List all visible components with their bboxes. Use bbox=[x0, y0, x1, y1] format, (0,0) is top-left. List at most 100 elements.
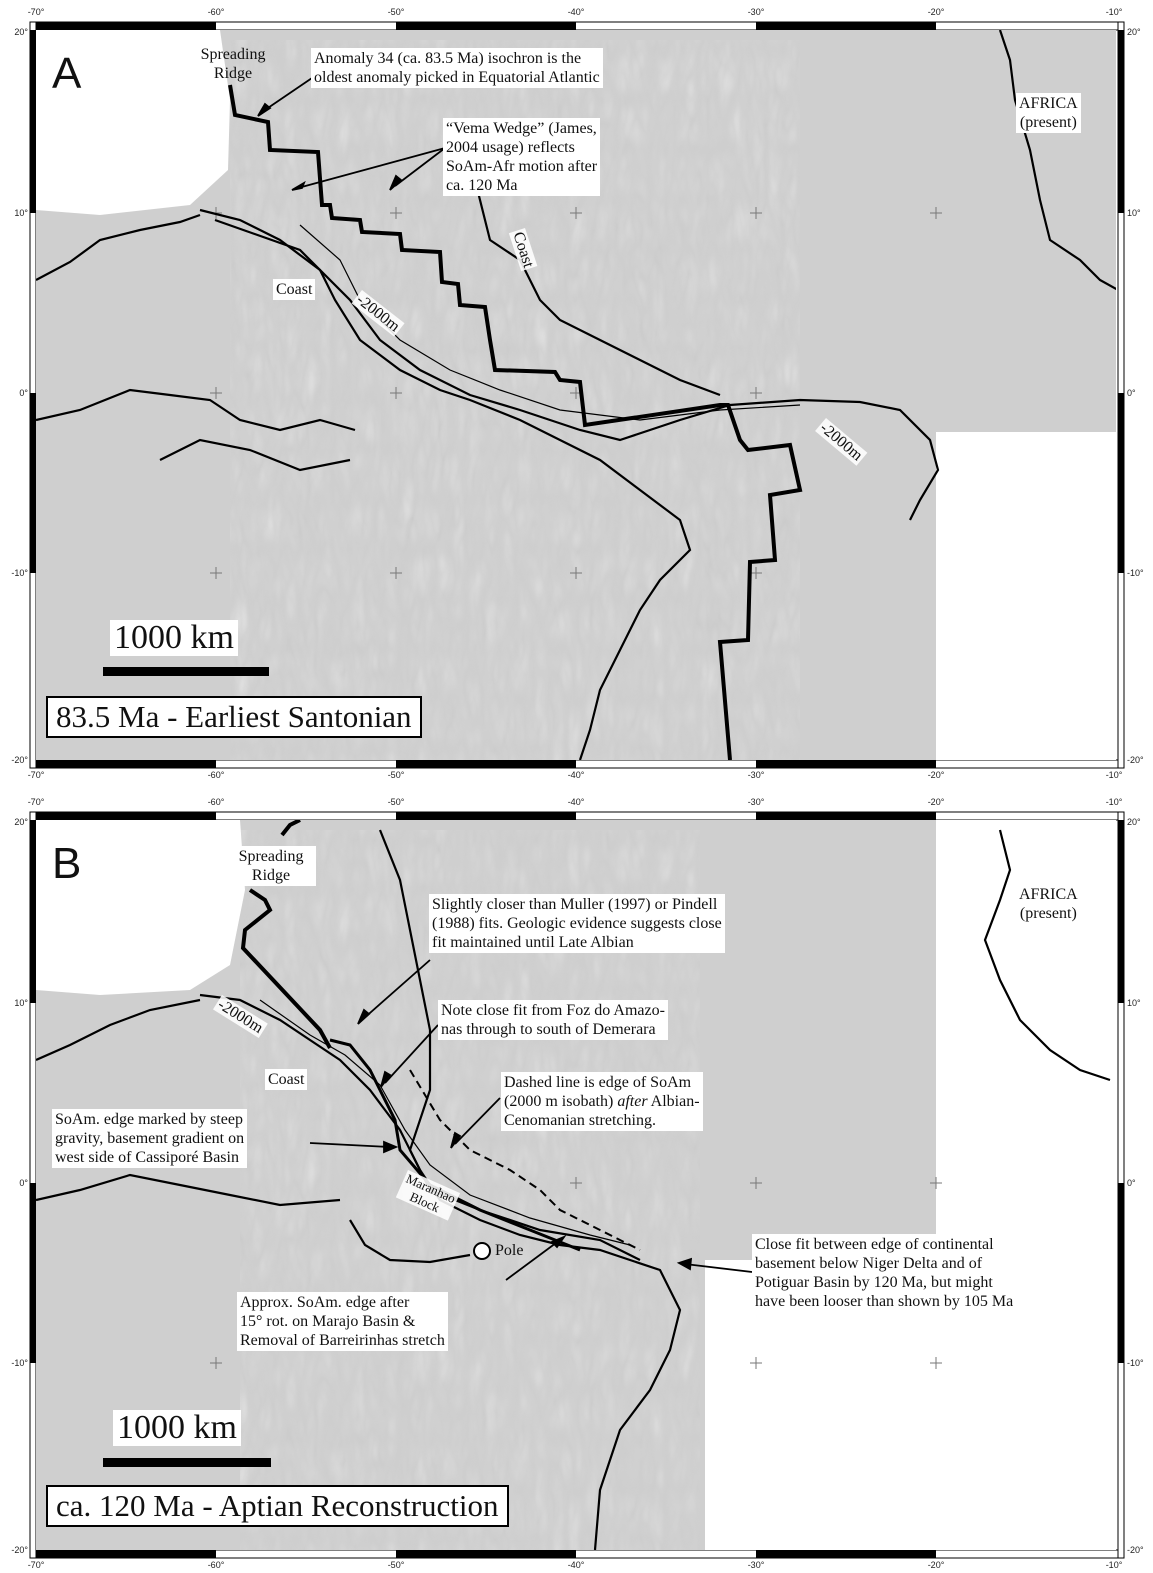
ocean-floor-texture bbox=[230, 40, 800, 760]
lon-tick: -20° bbox=[928, 770, 945, 780]
vema-wedge-note: “Vema Wedge” (James, 2004 usage) reflect… bbox=[443, 118, 601, 196]
pole-label: Pole bbox=[495, 1242, 524, 1259]
lon-tick: -50° bbox=[388, 1560, 405, 1570]
panel-letter: B bbox=[52, 839, 82, 888]
lon-tick: -60° bbox=[208, 7, 225, 17]
lon-tick: -70° bbox=[28, 797, 45, 807]
close-fit-line: Close fit between edge of continental bbox=[755, 1236, 994, 1253]
soam-note-line: gravity, basement gradient on bbox=[55, 1130, 245, 1147]
annotation-arrows-b bbox=[309, 959, 753, 1281]
lon-tick: -50° bbox=[388, 797, 405, 807]
dashed-note-italic: after bbox=[617, 1093, 648, 1110]
blank-area-nw bbox=[36, 30, 230, 215]
panel-title: 83.5 Ma - Earliest Santonian bbox=[46, 696, 422, 738]
lat-tick: 0° bbox=[1127, 1178, 1136, 1188]
panel-title: ca. 120 Ma - Aptian Reconstruction bbox=[46, 1485, 509, 1527]
dashed-stretched-edge bbox=[409, 1069, 641, 1251]
panel-letter: A bbox=[52, 49, 82, 98]
blank-area-se bbox=[936, 432, 1116, 760]
lon-tick: -60° bbox=[208, 770, 225, 780]
vema-note-line: 2004 usage) reflects bbox=[446, 139, 575, 156]
lon-tick: -40° bbox=[568, 770, 585, 780]
lon-tick: -20° bbox=[928, 1560, 945, 1570]
lon-tick: -40° bbox=[568, 7, 585, 17]
soam-note-line: SoAm. edge marked by steep bbox=[55, 1111, 243, 1128]
lat-tick: 10° bbox=[1127, 998, 1141, 1008]
lon-tick: -30° bbox=[748, 770, 765, 780]
dashed-note-part: Albian- bbox=[647, 1093, 700, 1110]
dashed-note-part: (2000 m isobath) bbox=[504, 1093, 618, 1110]
blank-area-nw bbox=[36, 820, 245, 995]
lon-tick: -30° bbox=[748, 7, 765, 17]
lon-tick: -70° bbox=[28, 770, 45, 780]
lon-tick: -50° bbox=[388, 7, 405, 17]
lon-tick: -50° bbox=[388, 770, 405, 780]
lat-tick: -10° bbox=[1127, 568, 1144, 578]
lon-tick: -30° bbox=[748, 1560, 765, 1570]
lon-tick: -20° bbox=[928, 797, 945, 807]
africa-line: AFRICA bbox=[1019, 886, 1078, 903]
soam-edge bbox=[329, 1038, 581, 1252]
coast-label: Coast bbox=[265, 1069, 308, 1090]
lon-tick: -10° bbox=[1106, 1560, 1123, 1570]
spreading-ridge-text: Spreading Ridge bbox=[238, 848, 304, 884]
lat-tick: 10° bbox=[14, 208, 28, 218]
approx-note-line: Approx. SoAm. edge after bbox=[240, 1294, 410, 1311]
vema-note-line: ca. 120 Ma bbox=[446, 177, 518, 194]
coastlines-b bbox=[36, 829, 1111, 1550]
scale-label: 1000 km bbox=[110, 620, 238, 656]
tick-labels-b: -70° -60° -50° -40° -30° -20° -10° -70° … bbox=[11, 797, 1144, 1570]
lat-tick: 10° bbox=[1127, 208, 1141, 218]
close-fit-line: have been looser than shown by 105 Ma bbox=[755, 1293, 1014, 1310]
pole-marker bbox=[473, 1242, 491, 1260]
anomaly-note-line: Anomaly 34 (ca. 83.5 Ma) isochron is the bbox=[314, 50, 582, 67]
lat-tick: -20° bbox=[11, 1545, 28, 1555]
lat-tick: -20° bbox=[11, 755, 28, 765]
ocean-floor-texture bbox=[240, 830, 700, 1550]
africa-label: AFRICA (present) bbox=[1016, 884, 1081, 924]
lat-tick: -10° bbox=[1127, 1358, 1144, 1368]
approx-note-line: 15° rot. on Marajo Basin & bbox=[240, 1313, 416, 1330]
lat-tick: 0° bbox=[19, 1178, 28, 1188]
annotation-arrows-a bbox=[257, 77, 446, 191]
panel-a: -70° -60° -50° -40° -30° -20° -10° -70° … bbox=[11, 7, 1144, 780]
muller-note-line: Slightly closer than Muller (1997) or Pi… bbox=[432, 896, 718, 913]
vema-note-line: “Vema Wedge” (James, bbox=[446, 120, 597, 137]
africa-line: AFRICA bbox=[1019, 95, 1078, 112]
isochron-a34 bbox=[228, 84, 803, 760]
spreading-ridge-label: Spreading Ridge bbox=[226, 846, 316, 886]
soam-note-line: west side of Cassiporé Basin bbox=[55, 1149, 239, 1166]
lat-tick: 0° bbox=[1127, 388, 1136, 398]
lat-tick: 20° bbox=[1127, 817, 1141, 827]
lon-tick: -40° bbox=[568, 797, 585, 807]
lat-tick: -20° bbox=[1127, 1545, 1144, 1555]
lat-tick: 0° bbox=[19, 388, 28, 398]
lon-tick: -20° bbox=[928, 7, 945, 17]
africa-line: (present) bbox=[1019, 114, 1077, 131]
muller-note: Slightly closer than Muller (1997) or Pi… bbox=[429, 894, 725, 953]
muller-note-line: (1988) fits. Geologic evidence suggests … bbox=[432, 915, 722, 932]
scale-label: 1000 km bbox=[113, 1410, 241, 1446]
spreading-ridge-b bbox=[240, 820, 332, 1049]
lat-tick: -10° bbox=[11, 568, 28, 578]
foz-note-line: nas through to south of Demerara bbox=[441, 1021, 656, 1038]
vema-note-line: SoAm-Afr motion after bbox=[446, 158, 598, 175]
muller-note-line: fit maintained until Late Albian bbox=[432, 934, 634, 951]
close-fit-line: Potiguar Basin by 120 Ma, but might bbox=[755, 1274, 993, 1291]
lon-tick: -10° bbox=[1106, 797, 1123, 807]
spreading-ridge-label: Spreading Ridge bbox=[190, 44, 276, 84]
dashed-line-note: Dashed line is edge of SoAm (2000 m isob… bbox=[501, 1072, 703, 1131]
scale-bar bbox=[103, 1458, 271, 1467]
blank-area-africa bbox=[936, 820, 1116, 1140]
lon-tick: -60° bbox=[208, 797, 225, 807]
foz-note: Note close fit from Foz do Amazo- nas th… bbox=[438, 1000, 668, 1040]
lat-tick: 20° bbox=[14, 817, 28, 827]
africa-line: (present) bbox=[1019, 905, 1077, 922]
frame-ticks-a bbox=[29, 21, 1125, 769]
coast-label: Coast bbox=[273, 279, 316, 300]
isobath-a bbox=[299, 224, 801, 421]
anomaly-note-line: oldest anomaly picked in Equatorial Atla… bbox=[314, 69, 600, 86]
lon-tick: -60° bbox=[208, 1560, 225, 1570]
dashed-note-line: Cenomanian stretching. bbox=[504, 1112, 656, 1129]
scale-bar bbox=[103, 667, 269, 676]
